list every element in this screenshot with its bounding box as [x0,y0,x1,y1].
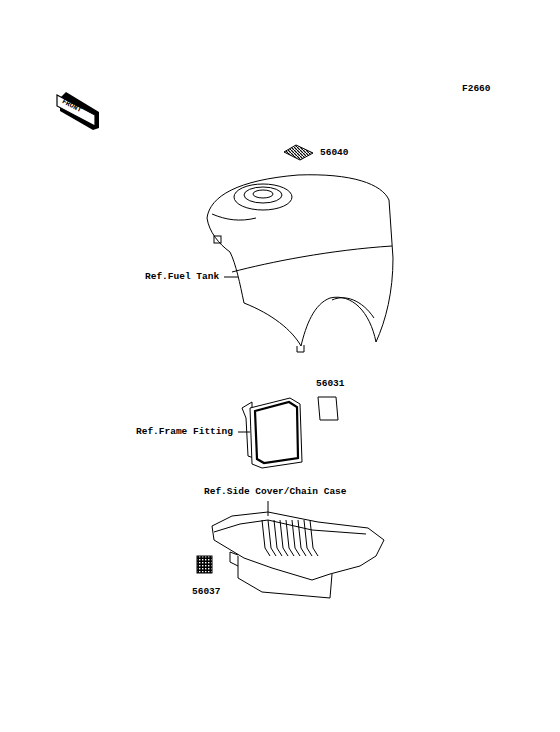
callout-number: 56037 [192,587,221,597]
front-arrow-icon [57,92,99,130]
part-reference: Ref.Frame Fitting [136,427,233,437]
fuel-tank [207,175,393,352]
part-reference: Ref.Fuel Tank [145,272,219,282]
sticker-56040 [284,145,313,160]
side-cover-chain-case [212,512,384,598]
frame-fitting [242,398,302,468]
chain-case-fin [310,520,318,556]
leader-lines [224,277,268,516]
callout-number: 56040 [320,148,349,158]
part-reference: Ref.Side Cover/Chain Case [204,487,347,497]
figure-number: F2660 [462,84,491,94]
callout-number: 56031 [316,379,345,389]
sticker-56037 [197,556,212,573]
sticker-56031 [318,397,338,420]
